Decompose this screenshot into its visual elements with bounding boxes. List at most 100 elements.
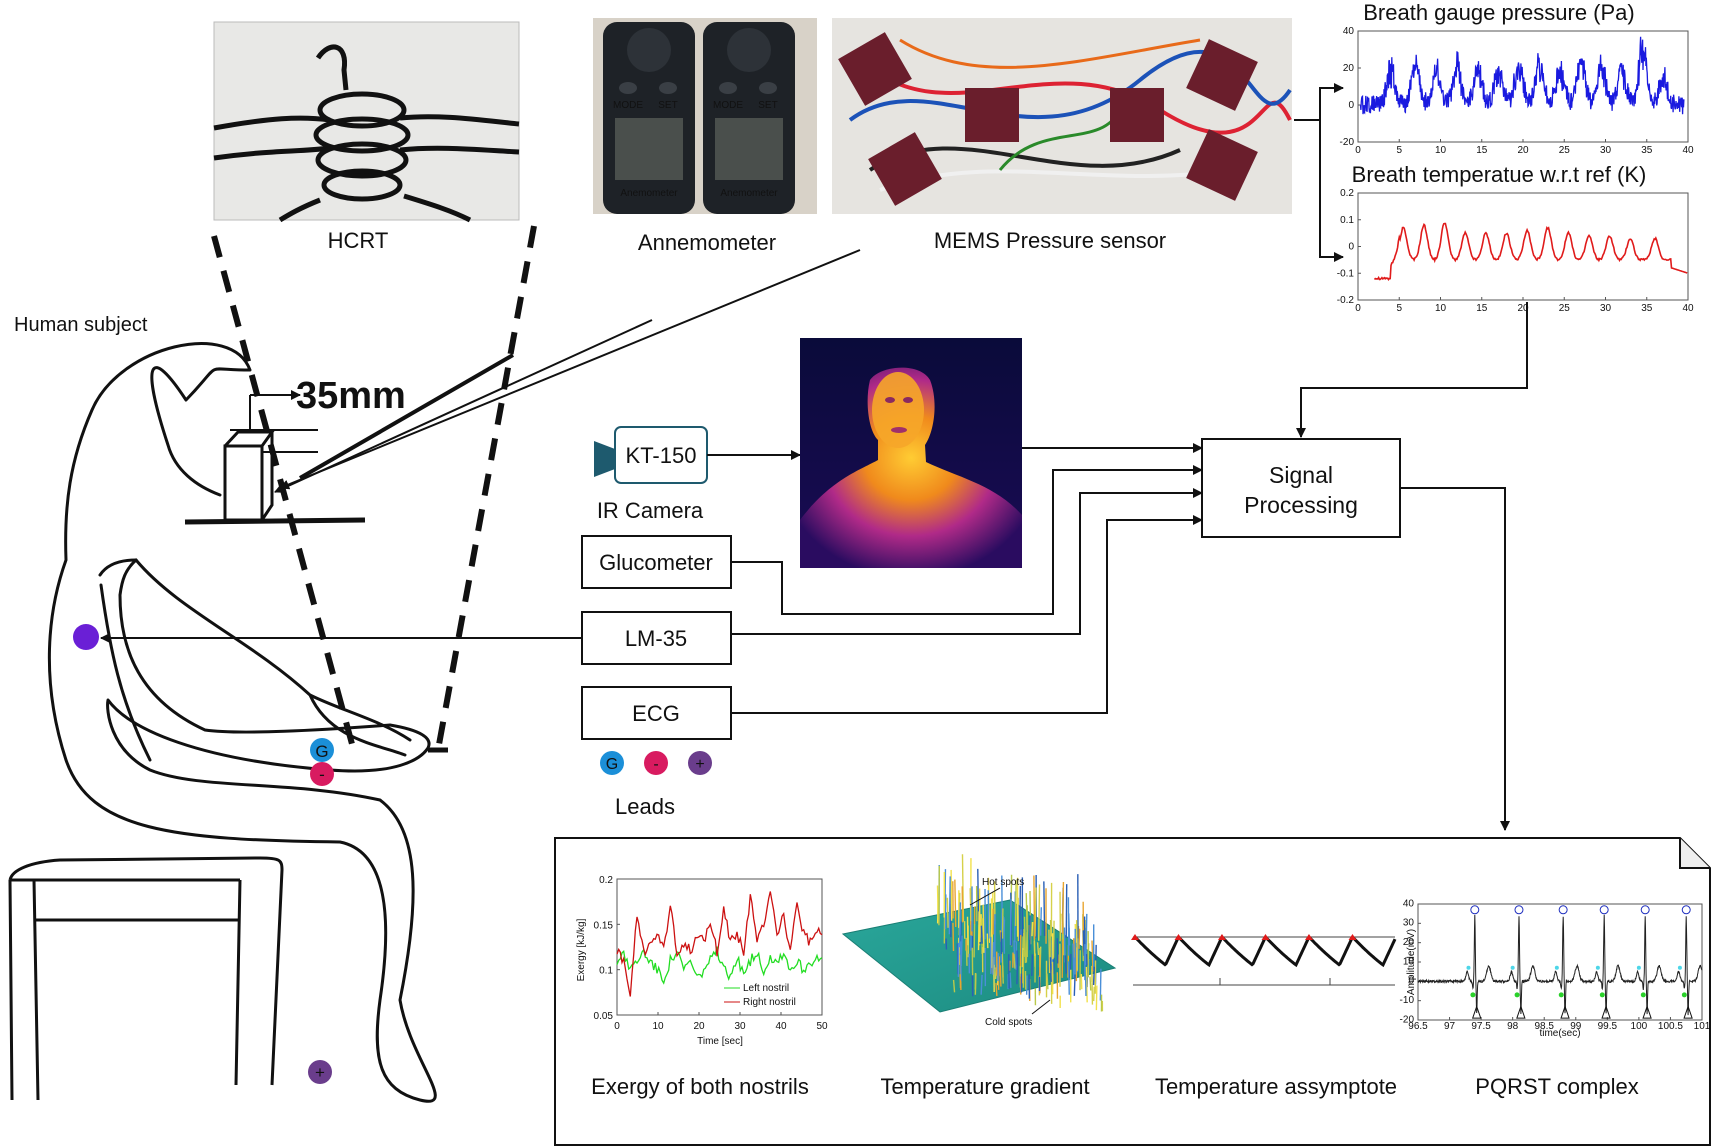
- pqrst-xtick-label-3: 98: [1507, 1021, 1519, 1032]
- gradient-spike-165: [1087, 943, 1090, 962]
- gradient-spike-214: [960, 935, 963, 967]
- pressure-xtick-label-6: 30: [1600, 145, 1612, 156]
- asymptote-peak-1: [1174, 934, 1183, 940]
- pressure-ytick-label-0: -20: [1340, 137, 1355, 148]
- anemometer-label: Annemometer: [638, 230, 776, 255]
- ir-camera-label: IR Camera: [597, 498, 704, 523]
- gradient-spike-94: [1001, 952, 1004, 984]
- gradient-spike-162: [936, 894, 940, 924]
- gradient-spike-98: [1023, 916, 1027, 964]
- exergy-xtick-label-5: 50: [816, 1021, 828, 1032]
- temperature-to-processing-wire: [1296, 302, 1528, 438]
- gradient-spike-59: [1059, 913, 1062, 942]
- temperature-xtick-label-6: 30: [1600, 303, 1612, 314]
- temperature-xtick-label-8: 40: [1682, 303, 1694, 314]
- pqrst-ytick-label-3: 10: [1403, 956, 1415, 967]
- gradient-spike-189: [1037, 884, 1041, 941]
- lead-g-on-body: G: [310, 738, 334, 762]
- gradient-spike-212: [1036, 942, 1040, 956]
- pressure-ytick-label-1: 0: [1348, 100, 1354, 111]
- mems-arrow: [279, 249, 861, 490]
- lead-g-legend-text: G: [606, 756, 618, 773]
- pressure-xtick-label-0: 0: [1355, 145, 1361, 156]
- gradient-spike-157: [1043, 881, 1046, 937]
- gradient-spike-226: [974, 973, 977, 995]
- temperature-xtick-label-1: 5: [1396, 303, 1402, 314]
- temperature-ytick-label-4: 0.2: [1340, 188, 1354, 199]
- hcrt-view-line-right: [435, 225, 537, 751]
- pressure-xtick-label-2: 10: [1435, 145, 1447, 156]
- gradient-spike-142: [1039, 907, 1042, 936]
- anemometer-set-left: SET: [658, 100, 677, 111]
- pqrst-xlabel: time(sec): [1539, 1028, 1580, 1039]
- mems-image: [832, 18, 1292, 214]
- leads-label: Leads: [615, 794, 675, 819]
- exergy-ytick-label-0: 0.05: [594, 1011, 614, 1022]
- temperature-xtick-label-0: 0: [1355, 303, 1361, 314]
- gradient-spike-158: [980, 925, 983, 944]
- gradient-spike-77: [952, 922, 955, 951]
- pqrst-xtick-label-7: 100: [1631, 1021, 1648, 1032]
- pqrst-s-marker-3: [1601, 1004, 1611, 1019]
- legend-right-text: Right nostril: [743, 997, 796, 1008]
- pqrst-xtick-label-6: 99.5: [1598, 1021, 1618, 1032]
- processing-to-output-wire: [1400, 487, 1510, 831]
- pressure-series-line: [1359, 36, 1685, 115]
- pqrst-caption: PQRST complex: [1475, 1074, 1638, 1099]
- pqrst-xtick-label-5: 99: [1570, 1021, 1582, 1032]
- glucometer-box: Glucometer: [581, 535, 732, 589]
- anemometer-arrow-thick: [298, 353, 515, 480]
- exergy-series-0: [616, 946, 823, 985]
- gradient-spike-193: [958, 902, 962, 948]
- pqrst-p-marker-2: [1554, 965, 1559, 970]
- pqrst-q-marker-0: [1470, 992, 1476, 998]
- pqrst-r-marker-3: [1599, 905, 1609, 915]
- pqrst-r-marker-1: [1514, 905, 1524, 915]
- pqrst-r-marker-4: [1640, 905, 1650, 915]
- gradient-spike-170: [1033, 875, 1036, 940]
- gradient-spike-153: [977, 911, 980, 951]
- exergy-xtick-label-4: 40: [775, 1021, 787, 1032]
- asymptote-peak-0: [1131, 934, 1139, 940]
- glucometer-wire: [731, 465, 1203, 615]
- gradient-spike-192: [954, 879, 957, 928]
- sensor-to-temp-wire: [1319, 120, 1344, 262]
- gradient-spike-89: [961, 854, 965, 922]
- exergy-ytick-label-1: 0.1: [599, 966, 613, 977]
- pqrst-xtick-label-4: 98.5: [1534, 1021, 1554, 1032]
- lead-plus-body-dot: [308, 1060, 332, 1084]
- lm35-probe-dot: [73, 624, 99, 650]
- asymptote-peak-4: [1305, 934, 1313, 940]
- gradient-spike-173: [1014, 880, 1017, 926]
- exergy-xtick-label-1: 10: [652, 1021, 664, 1032]
- pqrst-r-marker-2: [1558, 905, 1568, 915]
- sensor-to-charts-wire: [1294, 83, 1344, 121]
- human-subject-label: Human subject: [14, 314, 148, 336]
- pqrst-xtick-label-9: 101: [1694, 1021, 1711, 1032]
- pqrst-p-marker-0: [1466, 965, 1471, 970]
- lead-minus-legend-text: -: [653, 756, 658, 773]
- gradient-spike-27: [950, 869, 953, 921]
- temperature-ytick-label-0: -0.2: [1337, 295, 1355, 306]
- distance-label: 35mm: [296, 375, 406, 417]
- pressure-xtick-label-7: 35: [1641, 145, 1653, 156]
- gradient-spike-230: [1078, 928, 1081, 949]
- exergy-ytick-label-2: 0.15: [594, 920, 614, 931]
- gradient-spike-90: [994, 967, 997, 980]
- lead-g-legend-dot: [600, 751, 624, 775]
- pressure-chart-title: Breath gauge pressure (Pa): [1363, 0, 1635, 25]
- gradient-spike-195: [1073, 974, 1076, 996]
- gradient-spike-100: [1067, 961, 1070, 995]
- gradient-spike-201: [992, 942, 995, 975]
- cold-spots-label: Cold spots: [985, 1017, 1032, 1028]
- exergy-xtick-label-3: 30: [734, 1021, 746, 1032]
- pqrst-p-marker-4: [1636, 965, 1641, 970]
- lm35-box: LM-35: [581, 611, 732, 665]
- pqrst-q-marker-5: [1681, 992, 1687, 998]
- asymptote-caption: Temperature assymptote: [1155, 1074, 1397, 1099]
- pqrst-ytick-label-5: 30: [1403, 918, 1415, 929]
- pqrst-p-marker-1: [1510, 965, 1515, 970]
